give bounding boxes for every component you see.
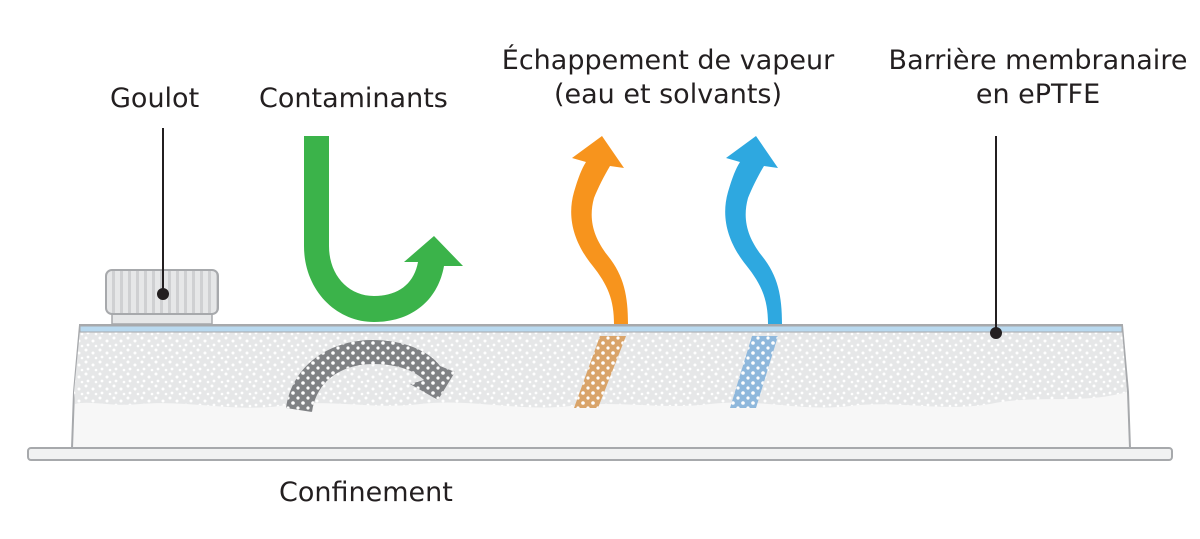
vapour-label: Échappement de vapeur (eau et solvants) [488,44,848,112]
base-plate [27,447,1173,461]
goulot-leader [157,128,169,300]
vapour-label-line2: (eau et solvants) [553,79,783,110]
eptfe-membrane [79,325,1123,333]
membrane-label-line1: Barrière membranaire [888,45,1188,76]
curved-arrow-icon [286,340,455,412]
u-turn-arrow-icon [304,136,463,322]
membrane-leader [990,136,1002,339]
membrane-label-line2: en ePTFE [975,79,1101,110]
confinement-label: Confinement [279,477,453,508]
water-vapour-arrow [725,136,782,408]
solvent-vapour-arrow [571,136,628,408]
contaminants-label: Contaminants [259,83,448,114]
goulot-label: Goulot [110,83,200,114]
vapour-label-line1: Échappement de vapeur [501,45,835,76]
membrane-label: Barrière membranaire en ePTFE [878,44,1198,112]
